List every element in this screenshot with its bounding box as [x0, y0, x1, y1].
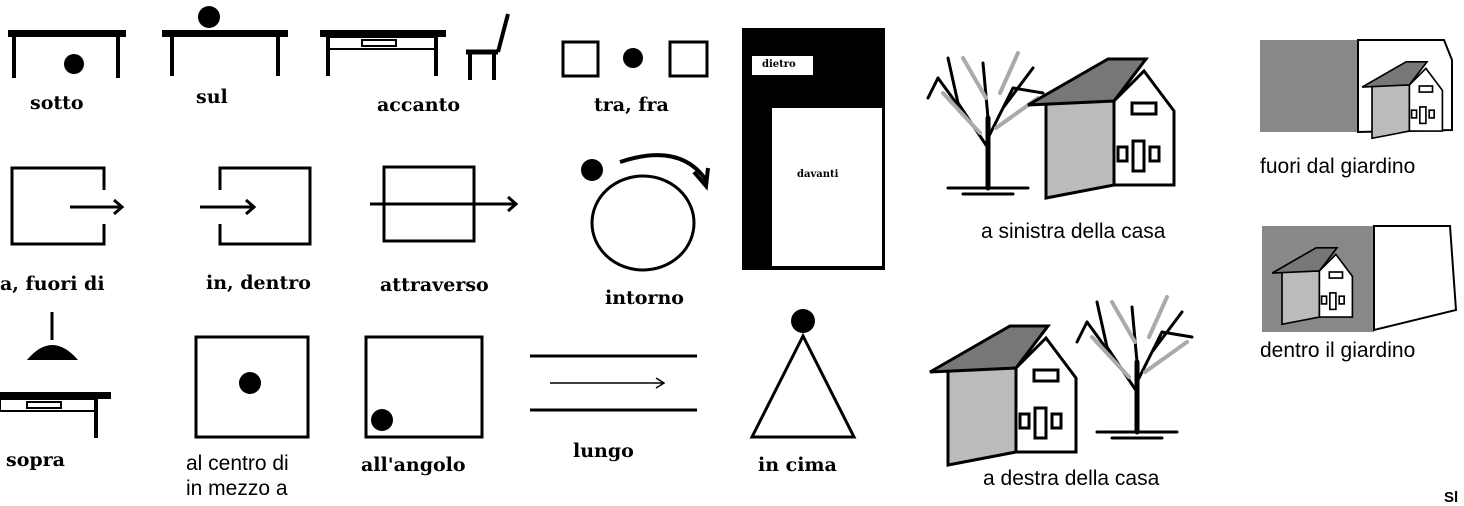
sul-illustration [162, 6, 288, 76]
in-cima-illustration [749, 309, 857, 439]
label-al-centro-di: al centro di [186, 452, 289, 475]
tra-fra-illustration [561, 40, 709, 78]
all-angolo-illustration [364, 335, 484, 439]
label-all-angolo: all'angolo [361, 454, 466, 476]
label-tra-fra: tra, fra [594, 94, 669, 116]
attraverso-illustration [370, 165, 519, 243]
dentro-giardino-illustration [1262, 225, 1458, 332]
destra-casa-illustration [928, 297, 1192, 467]
dietro-davanti-illustration [742, 28, 885, 270]
label-in-dentro: in, dentro [206, 272, 311, 294]
label-intorno: intorno [605, 287, 684, 309]
label-sul: sul [196, 86, 228, 108]
label-dietro: dietro [762, 59, 796, 70]
label-lungo: lungo [573, 440, 634, 462]
label-fuori-di: a, fuori di [0, 273, 105, 295]
label-in-cima: in cima [758, 454, 837, 476]
in-dentro-illustration [200, 166, 312, 246]
label-fuori-dal-giardino: fuori dal giardino [1260, 155, 1416, 178]
label-sotto: sotto [30, 92, 84, 114]
label-dentro-il-giardino: dentro il giardino [1260, 339, 1416, 362]
fuori-di-illustration [10, 166, 125, 246]
sotto-illustration [8, 30, 126, 78]
label-a-destra: a destra della casa [983, 467, 1160, 490]
label-davanti: davanti [797, 169, 839, 180]
label-in-mezzo-a: in mezzo a [186, 477, 288, 500]
label-attraverso: attraverso [380, 274, 489, 296]
al-centro-illustration [194, 335, 310, 439]
accanto-illustration [320, 13, 510, 80]
label-corner-fragment: Sl [1444, 489, 1459, 506]
lungo-illustration [530, 354, 697, 412]
label-sopra: sopra [6, 449, 65, 471]
label-accanto: accanto [377, 94, 461, 116]
fuori-giardino-illustration [1260, 39, 1453, 140]
sinistra-casa-illustration [928, 53, 1176, 200]
sopra-illustration [0, 312, 111, 438]
label-a-sinistra: a sinistra della casa [981, 220, 1166, 243]
intorno-illustration [581, 153, 710, 272]
